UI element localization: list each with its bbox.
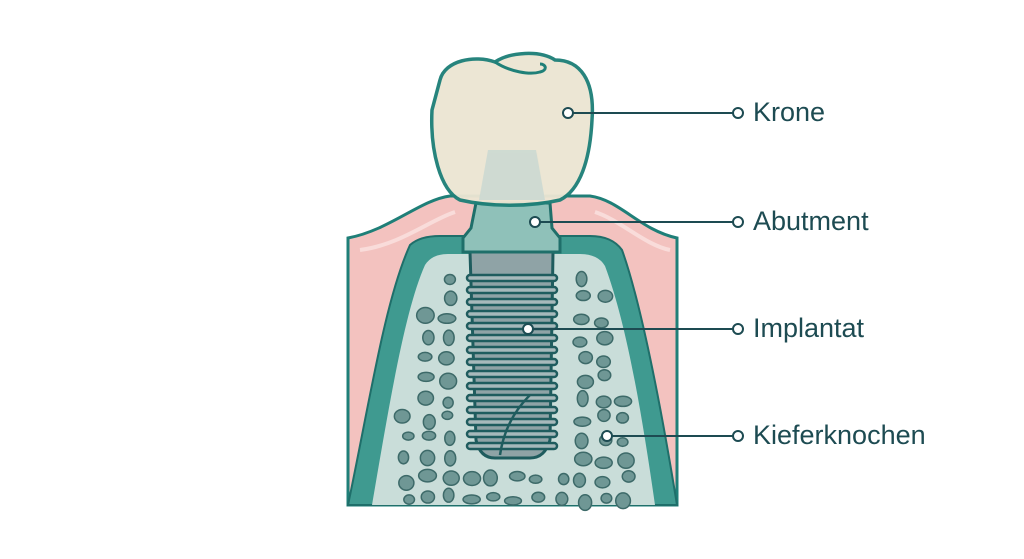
bone-cell xyxy=(444,430,456,447)
bone-cell xyxy=(600,492,613,504)
bone-cell xyxy=(403,494,416,505)
bone-cell xyxy=(575,270,588,288)
bone-cell xyxy=(595,355,612,369)
implant-thread xyxy=(465,369,559,379)
bone-cell xyxy=(417,371,435,383)
bone-cell xyxy=(443,290,458,307)
bone-cell xyxy=(617,452,635,470)
bone-cell xyxy=(420,490,436,504)
bone-cell xyxy=(443,273,457,286)
bone-cell xyxy=(578,350,594,365)
abutment-inside-crown xyxy=(479,150,545,200)
bone-cell xyxy=(419,449,436,467)
bone-cell xyxy=(442,396,454,409)
bone-cell xyxy=(573,416,592,427)
bone-cell xyxy=(441,410,454,421)
implant-threads xyxy=(465,273,559,451)
implant-body xyxy=(468,250,555,460)
bone-cell xyxy=(555,491,569,507)
implant-cutting-groove xyxy=(498,394,531,456)
bone-cell xyxy=(621,470,636,483)
bone-cell xyxy=(594,456,613,470)
bone-cell xyxy=(417,351,433,362)
bone-cell xyxy=(401,431,415,441)
label-abutment: Abutment xyxy=(753,206,869,236)
bone-cell xyxy=(417,390,435,406)
bone-cell xyxy=(557,472,570,486)
bone-cell xyxy=(398,474,415,491)
bone-cell xyxy=(422,329,435,346)
bone-cell xyxy=(508,470,526,482)
bone-cell xyxy=(594,475,611,489)
bone-cell xyxy=(572,313,590,326)
bone-cell xyxy=(597,369,612,382)
gum-highlight xyxy=(359,210,671,252)
bone-cell xyxy=(462,494,482,505)
bone-cell xyxy=(393,408,411,424)
implant-marker xyxy=(522,323,534,335)
bone-cell xyxy=(397,450,410,465)
bone-cell xyxy=(442,470,460,487)
bone-cell xyxy=(531,491,546,503)
label-crown: Krone xyxy=(753,97,826,127)
bone-cell xyxy=(597,408,611,423)
implant-thread xyxy=(465,393,559,403)
bone-cell xyxy=(443,450,457,467)
bone-cell xyxy=(442,329,455,347)
bone-cell xyxy=(596,330,614,346)
implant-thread xyxy=(465,273,559,283)
implant-thread xyxy=(465,429,559,439)
abutment-marker xyxy=(529,216,541,228)
bone-cell xyxy=(438,372,458,390)
bone-cell xyxy=(595,395,612,409)
abutment xyxy=(461,201,562,254)
bone-cell xyxy=(593,317,609,329)
implant-thread xyxy=(465,297,559,307)
label-implant: Implantat xyxy=(753,313,865,343)
bone-cell xyxy=(616,437,629,448)
implant-thread xyxy=(465,441,559,451)
implant-thread xyxy=(465,321,559,331)
crown-fissure xyxy=(494,60,547,75)
bone-cells xyxy=(393,270,636,512)
implant-thread xyxy=(465,405,559,415)
bone-cell xyxy=(615,411,630,424)
bone-cell xyxy=(614,492,632,510)
bone-cell xyxy=(574,432,589,450)
bone-cell xyxy=(576,374,595,390)
bone-cell xyxy=(417,468,438,483)
bone-cell xyxy=(421,430,437,441)
implant-thread xyxy=(465,381,559,391)
bone-cell xyxy=(437,313,457,325)
implant-thread xyxy=(465,357,559,367)
crown-marker xyxy=(562,107,574,119)
label-jawbone: Kieferknochen xyxy=(753,420,926,450)
bone-cell xyxy=(462,470,482,487)
implant-thread xyxy=(465,285,559,295)
jawbone-marker xyxy=(601,430,613,442)
bone-cell xyxy=(575,289,592,302)
bone-cell xyxy=(597,289,614,303)
bone-cell xyxy=(573,451,593,467)
bone-cell xyxy=(577,494,593,512)
bone-cell xyxy=(437,350,455,366)
bone-cell xyxy=(576,389,589,408)
bone-cell xyxy=(485,491,501,502)
bone-cell xyxy=(415,306,435,325)
bone-cell xyxy=(572,472,587,488)
bone-cell xyxy=(613,395,633,408)
implant-thread xyxy=(465,333,559,343)
implant-thread xyxy=(465,345,559,355)
bone-cell xyxy=(422,413,436,431)
bone-cell xyxy=(528,474,543,485)
bone-cell xyxy=(572,336,588,348)
implant-thread xyxy=(465,309,559,319)
bone-cell xyxy=(442,487,455,503)
bone-cell xyxy=(482,469,499,487)
bone-cell xyxy=(503,495,523,506)
